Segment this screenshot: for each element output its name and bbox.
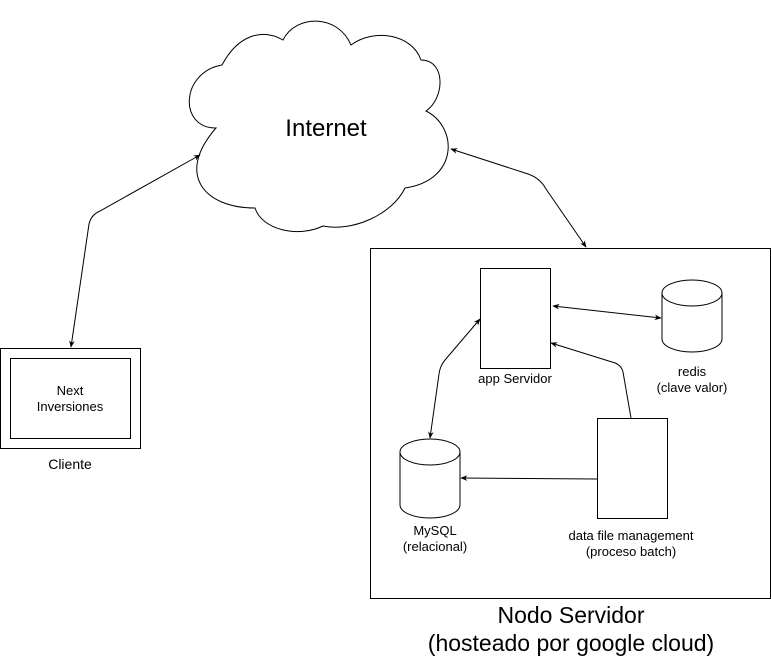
- connector-client-internet: [69, 154, 201, 348]
- client-app-label-line-2: Inversiones: [36, 399, 104, 414]
- connector-dfm-mysql: [460, 475, 598, 481]
- mysql-label-line-2: (relacional): [402, 539, 468, 554]
- server-node-label: Nodo Servidor (hosteado por google cloud…: [400, 601, 742, 657]
- client-app-box: [10, 358, 131, 439]
- mysql-label: MySQL (relacional): [370, 523, 500, 555]
- client-label: Cliente: [48, 456, 92, 472]
- redis-label: redis (clave valor): [630, 364, 754, 396]
- data-file-management-label-line-1: data file management: [568, 528, 694, 543]
- mysql-cylinder: [399, 438, 461, 519]
- data-file-management-label-line-2: (proceso batch): [585, 544, 677, 559]
- mysql-label-line-1: MySQL: [413, 523, 457, 538]
- internet-label: Internet: [285, 115, 367, 142]
- client-app-label: Next Inversiones: [12, 383, 128, 415]
- app-server-label: app Servidor: [478, 371, 552, 386]
- server-node-label-line-2: (hosteado por google cloud): [427, 630, 715, 656]
- server-node-label-line-1: Nodo Servidor: [497, 602, 645, 628]
- redis-label-line-1: redis: [677, 364, 707, 379]
- internet-cloud-shape: [188, 20, 449, 233]
- redis-cylinder: [661, 279, 723, 353]
- data-file-management-box: [597, 418, 668, 519]
- connector-internet-server: [450, 148, 587, 248]
- app-server-box: [480, 268, 551, 369]
- data-file-management-label: data file management (proceso batch): [546, 528, 716, 560]
- connector-app-redis: [552, 303, 662, 321]
- redis-label-line-2: (clave valor): [656, 380, 728, 395]
- client-app-label-line-1: Next: [56, 383, 84, 398]
- connector-app-mysql: [428, 318, 481, 439]
- connector-dfm-app: [550, 342, 632, 419]
